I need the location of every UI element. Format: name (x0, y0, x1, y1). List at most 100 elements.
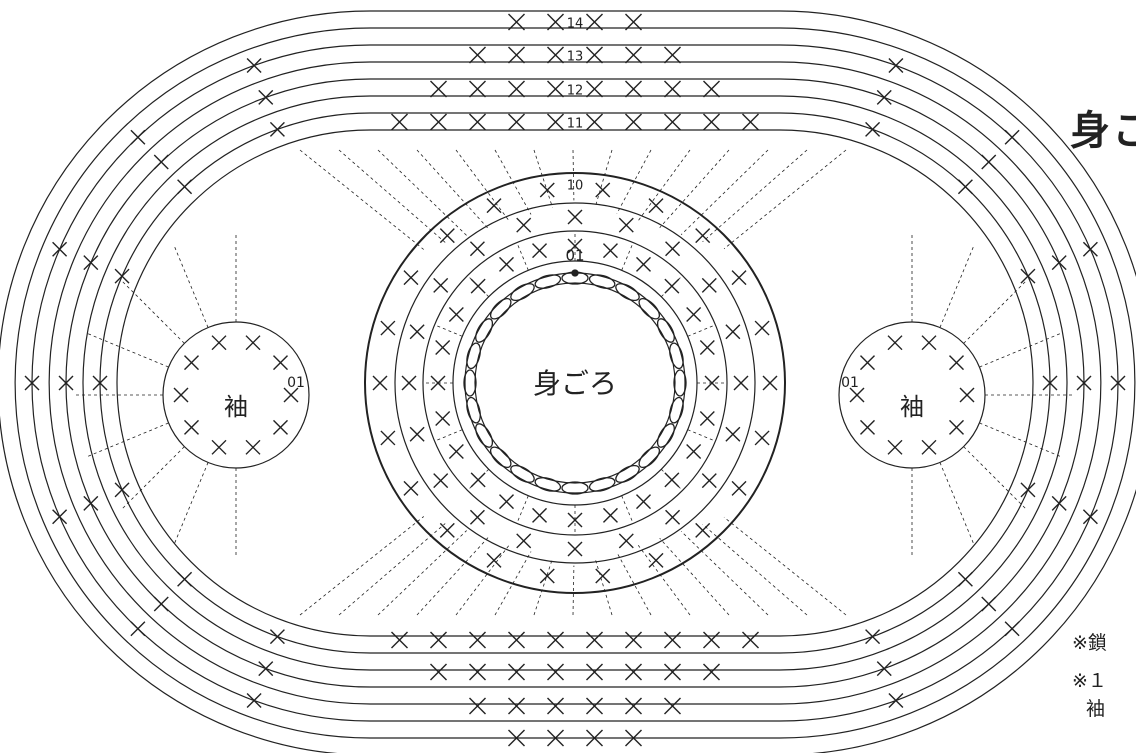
stitch-sleeve-1-1 (949, 420, 963, 434)
guide-top-14 (724, 150, 846, 249)
stitch-ring-2-21 (665, 279, 679, 293)
stitch-ring-1-3 (666, 510, 680, 524)
guide-left-5 (88, 423, 168, 456)
stitch-top-3-4 (548, 114, 564, 130)
guide-bottom-11 (660, 538, 729, 615)
stitch-ring-2-22 (687, 308, 701, 322)
stitch-top-3-1 (431, 114, 447, 130)
guide-ring-13 (622, 243, 633, 271)
stitch-sleeve-0-3 (212, 440, 226, 454)
stitch-ring-0-4 (649, 553, 663, 567)
stitch-ring-1-12 (434, 278, 448, 292)
guide-bottom-0 (300, 517, 424, 616)
stitch-sleeve-1-7 (888, 336, 902, 350)
note-sleeve: 袖 (1086, 694, 1105, 721)
stitch-left-304-0 (259, 662, 273, 676)
stitch-top-3-7 (665, 114, 681, 130)
guide-bottom-3 (417, 538, 488, 615)
stitch-bottom-0-2 (470, 632, 486, 648)
stitch-top-3-3 (509, 114, 525, 130)
stitch-left-270-2 (115, 483, 129, 497)
stitch-bottom-2-1 (509, 698, 525, 714)
stitch-ring-0-21 (755, 321, 769, 335)
stitch-ring-2-19 (603, 244, 617, 258)
center-label: 身ごろ (533, 367, 617, 400)
stitch-bottom-2-2 (548, 698, 564, 714)
stitch-bottom-0-4 (548, 632, 564, 648)
stitch-ring-1-2 (702, 474, 716, 488)
stitch-sleeve-1-4 (861, 420, 875, 434)
stitch-ring-1-5 (568, 542, 582, 556)
chain-oval-20 (613, 280, 642, 303)
stitch-right-270-2 (1021, 483, 1035, 497)
stitch-ring-0-5 (596, 569, 610, 583)
stitch-ring-1-8 (434, 474, 448, 488)
stitch-ring-1-13 (470, 242, 484, 256)
stitch-sleeve-0-5 (174, 388, 188, 402)
stitch-ring-0-13 (404, 271, 418, 285)
stitch-right-338-5 (1005, 130, 1019, 144)
stitch-ring-1-1 (726, 427, 740, 441)
stitch-top-1-4 (626, 47, 642, 63)
guide-bottom-6 (534, 559, 552, 615)
stitch-ring-0-11 (373, 376, 387, 390)
stitch-ring-2-20 (637, 257, 651, 271)
stitch-ring-1-9 (410, 427, 424, 441)
stitch-left-270-1 (178, 572, 192, 586)
stitch-left-338-2 (53, 510, 67, 524)
stitch-top-3-2 (470, 114, 486, 130)
chain-oval-3 (636, 444, 663, 471)
stitch-left-338-4 (53, 242, 67, 256)
stitch-bottom-1-4 (587, 664, 603, 680)
stitch-ring-2-15 (471, 279, 485, 293)
stitch-top-2-4 (587, 81, 603, 97)
stitch-ring-1-16 (619, 218, 633, 232)
sleeve-left-label: 袖 (224, 393, 248, 421)
stitch-left-270-4 (115, 269, 129, 283)
guide-top-5 (495, 150, 531, 214)
chain-oval-8 (508, 462, 537, 485)
chain-oval-9 (487, 444, 514, 471)
chain-oval-6 (562, 482, 588, 494)
stitch-top-3-8 (704, 114, 720, 130)
stitch-right-270-0 (866, 630, 880, 644)
stitch-bottom-0-9 (743, 632, 759, 648)
stitch-right-304-1 (982, 597, 996, 611)
stitch-bottom-1-6 (665, 664, 681, 680)
guide-bottom-8 (595, 559, 612, 615)
stitch-bottom-1-7 (704, 664, 720, 680)
stitch-ring-1-14 (517, 218, 531, 232)
stitch-right-338-6 (889, 58, 903, 72)
stitch-sleeve-1-6 (861, 356, 875, 370)
chain-oval-2 (654, 421, 677, 450)
stitch-ring-2-4 (637, 495, 651, 509)
stitch-ring-2-8 (500, 495, 514, 509)
guide-top-9 (617, 150, 651, 214)
stitch-right-270-1 (958, 572, 972, 586)
stitch-right-338-1 (1005, 622, 1019, 636)
stitch-ring-0-16 (540, 183, 554, 197)
stitch-ring-0-8 (440, 523, 454, 537)
stitch-top-3-0 (392, 114, 408, 130)
guide-ring-3 (622, 496, 633, 524)
stitch-ring-2-9 (471, 473, 485, 487)
stitch-ring-0-14 (440, 229, 454, 243)
stitch-bottom-0-7 (665, 632, 681, 648)
stitch-top-1-1 (509, 47, 525, 63)
stitch-bottom-0-0 (392, 632, 408, 648)
stitch-top-2-0 (431, 81, 447, 97)
start-dot (572, 270, 578, 276)
stitch-bottom-0-8 (704, 632, 720, 648)
stitch-ring-2-13 (436, 341, 450, 355)
stitch-ring-1-18 (702, 278, 716, 292)
marker-inner: 01 (565, 247, 584, 265)
guide-top-0 (300, 150, 424, 250)
stitch-sleeve-0-9 (273, 356, 287, 370)
stitch-left-338-6 (247, 58, 261, 72)
chain-oval-19 (588, 272, 616, 290)
stitch-ring-2-5 (603, 508, 617, 522)
chain-oval-23 (667, 342, 685, 370)
note-one: ※１ (1072, 666, 1107, 693)
stitch-bottom-2-4 (626, 698, 642, 714)
stitch-ring-0-9 (404, 481, 418, 495)
